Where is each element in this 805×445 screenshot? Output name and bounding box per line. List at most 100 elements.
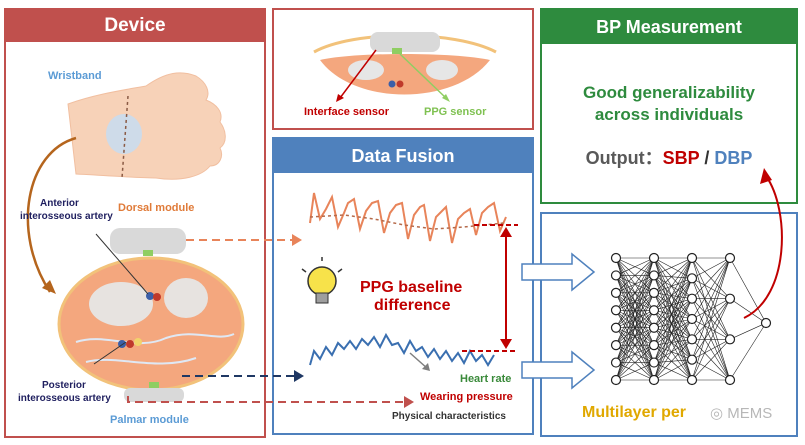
device-panel: Device Wristband Dorsal module Anterior … <box>4 8 266 438</box>
mlp-connection <box>653 327 693 360</box>
mlp-connection <box>691 298 731 360</box>
ppg-baseline-line2: difference <box>374 297 451 314</box>
hand-illustration <box>67 72 226 180</box>
mlp-connection <box>615 257 655 328</box>
posterior-pointer <box>93 341 127 365</box>
mlp-connection <box>653 275 693 299</box>
dorsal-ppg-chip <box>143 250 153 256</box>
mlp-neuron <box>610 340 622 351</box>
sensor-ppg-chip <box>392 48 402 54</box>
mlp-connection <box>653 344 693 381</box>
mlp-connection <box>691 257 731 360</box>
wearing-pressure-label: Wearing pressure <box>420 391 513 403</box>
anterior-label-line2: interosseous artery <box>20 211 113 222</box>
mlp-connection <box>653 257 693 340</box>
heart-rate-pointer-head <box>422 363 430 371</box>
mlp-connection <box>653 298 693 363</box>
posterior-label-line1: Posterior <box>42 380 86 391</box>
mlp-connection <box>729 322 767 340</box>
sensor-panel: Interface sensor PPG sensor <box>272 8 534 130</box>
generalizability-line2: across individuals <box>594 105 744 124</box>
mlp-connection <box>653 257 693 294</box>
output-slash: / <box>699 148 715 168</box>
mlp-watermark: ◎ MEMS <box>710 404 772 422</box>
data-fusion-header: Data Fusion <box>274 139 532 173</box>
wrist-cross-section <box>57 256 245 392</box>
mlp-connection <box>691 298 731 381</box>
mlp-connection <box>653 292 693 360</box>
sbp-label: SBP <box>662 148 700 168</box>
mlp-connection <box>653 318 693 346</box>
mlp-connection <box>691 257 731 340</box>
mlp-connection <box>615 257 655 381</box>
mlp-connection <box>653 310 693 340</box>
mlp-neuron <box>648 322 660 333</box>
radius-bone <box>89 282 153 326</box>
mlp-connection <box>615 292 655 381</box>
mlp-connection <box>691 257 731 279</box>
interface-sensor-label: Interface sensor <box>304 106 389 118</box>
mlp-neuron <box>648 305 660 316</box>
sensor-artery-1 <box>388 80 396 88</box>
mlp-neuron <box>648 340 660 351</box>
mlp-connection <box>653 298 693 381</box>
interface-sensor-pointer <box>339 49 377 99</box>
palmar-ppg-chip <box>149 382 159 388</box>
mlp-connection <box>653 318 693 381</box>
mlp-neuron <box>648 287 660 298</box>
dorsal-module-label: Dorsal module <box>118 202 195 214</box>
mlp-neuron <box>686 354 698 365</box>
bp-title: BP Measurement <box>596 17 742 37</box>
mlp-connection <box>691 257 731 381</box>
mlp-neuron <box>686 313 698 325</box>
ulna-bone <box>164 278 208 318</box>
mlp-connection <box>653 278 693 363</box>
mlp-connection <box>653 310 693 381</box>
fusion-illustration <box>301 192 518 371</box>
data-fusion-title: Data Fusion <box>351 146 455 166</box>
ppg-sensor-label: PPG sensor <box>424 106 487 118</box>
mlp-connection <box>653 275 693 320</box>
mlp-neuron <box>610 252 622 264</box>
anterior-label-line1: Anterior <box>40 198 79 209</box>
mlp-neuron <box>610 270 622 281</box>
mlp-connection <box>615 327 655 381</box>
mlp-neuron <box>610 374 622 386</box>
mlp-connection <box>615 344 655 381</box>
mlp-connection <box>653 278 693 311</box>
mlp-connection <box>653 292 693 381</box>
posterior-label-line2: interosseous artery <box>18 393 111 404</box>
mlp-connection <box>653 344 693 360</box>
mlp-connection <box>615 257 655 311</box>
mlp-connection <box>653 275 693 360</box>
mlp-connection <box>615 310 655 381</box>
artery-dot-4 <box>126 340 134 348</box>
mlp-connection <box>653 310 693 360</box>
watermark-icon: ◎ <box>710 405 724 422</box>
mlp-connection <box>653 298 693 346</box>
baseline-arrowhead-up <box>500 227 512 237</box>
bp-measurement-panel: BP Measurement Good generalizability acr… <box>540 8 798 204</box>
mlp-connection <box>653 309 693 320</box>
mlp-connection <box>653 327 693 381</box>
wristband-label: Wristband <box>48 70 102 82</box>
mlp-neuron <box>610 357 622 368</box>
mlp-neuron <box>610 322 622 333</box>
mlp-connection <box>653 359 693 381</box>
mlp-connection <box>615 362 655 381</box>
heart-rate-label: Heart rate <box>460 373 512 385</box>
bp-header: BP Measurement <box>542 10 796 44</box>
mlp-connection <box>691 339 731 360</box>
mlp-connection <box>653 292 693 299</box>
device-flow-arrowhead <box>42 280 56 294</box>
mlp-neuron <box>686 334 698 345</box>
watermark-text: MEMS <box>727 405 773 422</box>
dbp-label: DBP <box>714 148 753 168</box>
device-header: Device <box>6 10 264 42</box>
mlp-connection <box>653 278 693 328</box>
mlp-connection <box>653 318 693 329</box>
mlp-connection <box>653 257 693 363</box>
mlp-connection <box>615 275 655 381</box>
palmar-module-block <box>124 388 184 402</box>
mlp-connection <box>653 257 693 360</box>
